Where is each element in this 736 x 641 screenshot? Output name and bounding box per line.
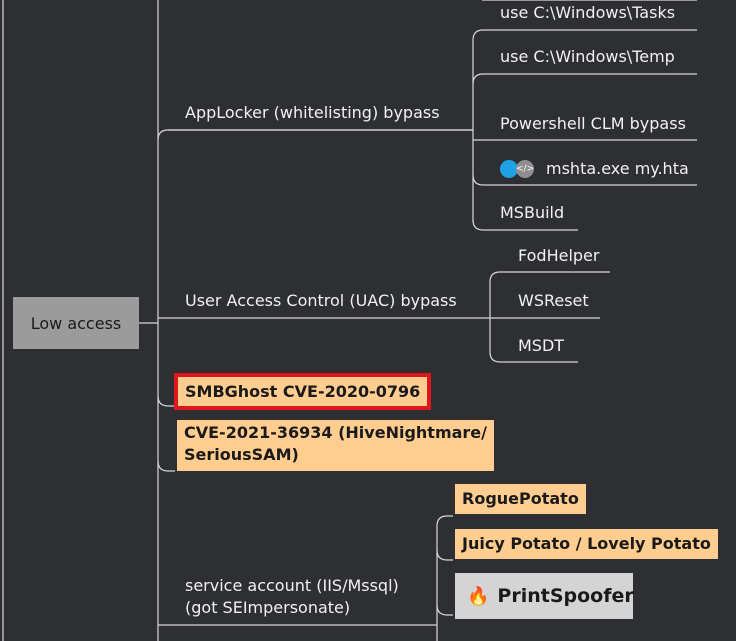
node-powershell-clm[interactable]: Powershell CLM bypass [500, 114, 686, 133]
code-link-icon[interactable]: </> [516, 160, 534, 178]
node-hivenightmare[interactable]: CVE-2021-36934 (HiveNightmare/ SeriousSA… [177, 420, 494, 471]
node-msbuild[interactable]: MSBuild [500, 203, 565, 222]
node-printspoofer[interactable]: 🔥 PrintSpoofer [455, 573, 634, 619]
roguepotato-label: RoguePotato [462, 489, 579, 508]
branch-service-account-line1[interactable]: service account (IIS/Mssql) [185, 576, 399, 595]
blue-circle-icon [500, 160, 518, 178]
node-juicy-potato[interactable]: Juicy Potato / Lovely Potato [455, 529, 718, 559]
root-node-low-access[interactable]: Low access [13, 297, 139, 349]
node-wsreset[interactable]: WSReset [518, 291, 589, 310]
node-mshta[interactable]: mshta.exe my.hta [546, 159, 689, 178]
juicy-potato-label: Juicy Potato / Lovely Potato [462, 534, 711, 553]
hivenightmare-line1: CVE-2021-36934 (HiveNightmare/ [184, 423, 487, 442]
node-smbghost[interactable]: SMBGhost CVE-2020-0796 [174, 373, 432, 410]
node-roguepotato[interactable]: RoguePotato [455, 484, 586, 514]
hivenightmare-line2: SeriousSAM) [184, 445, 299, 464]
smbghost-label: SMBGhost CVE-2020-0796 [185, 381, 421, 401]
printspoofer-label: PrintSpoofer [497, 585, 634, 607]
node-windows-tasks[interactable]: use C:\Windows\Tasks [500, 3, 676, 22]
node-msdt[interactable]: MSDT [518, 336, 565, 355]
flame-icon: 🔥 [467, 585, 490, 607]
branch-applocker[interactable]: AppLocker (whitelisting) bypass [185, 103, 440, 122]
branch-service-account-line2: (got SEImpersonate) [185, 598, 351, 617]
branch-uac[interactable]: User Access Control (UAC) bypass [185, 291, 457, 310]
node-fodhelper[interactable]: FodHelper [518, 246, 600, 265]
node-windows-temp[interactable]: use C:\Windows\Temp [500, 47, 675, 66]
